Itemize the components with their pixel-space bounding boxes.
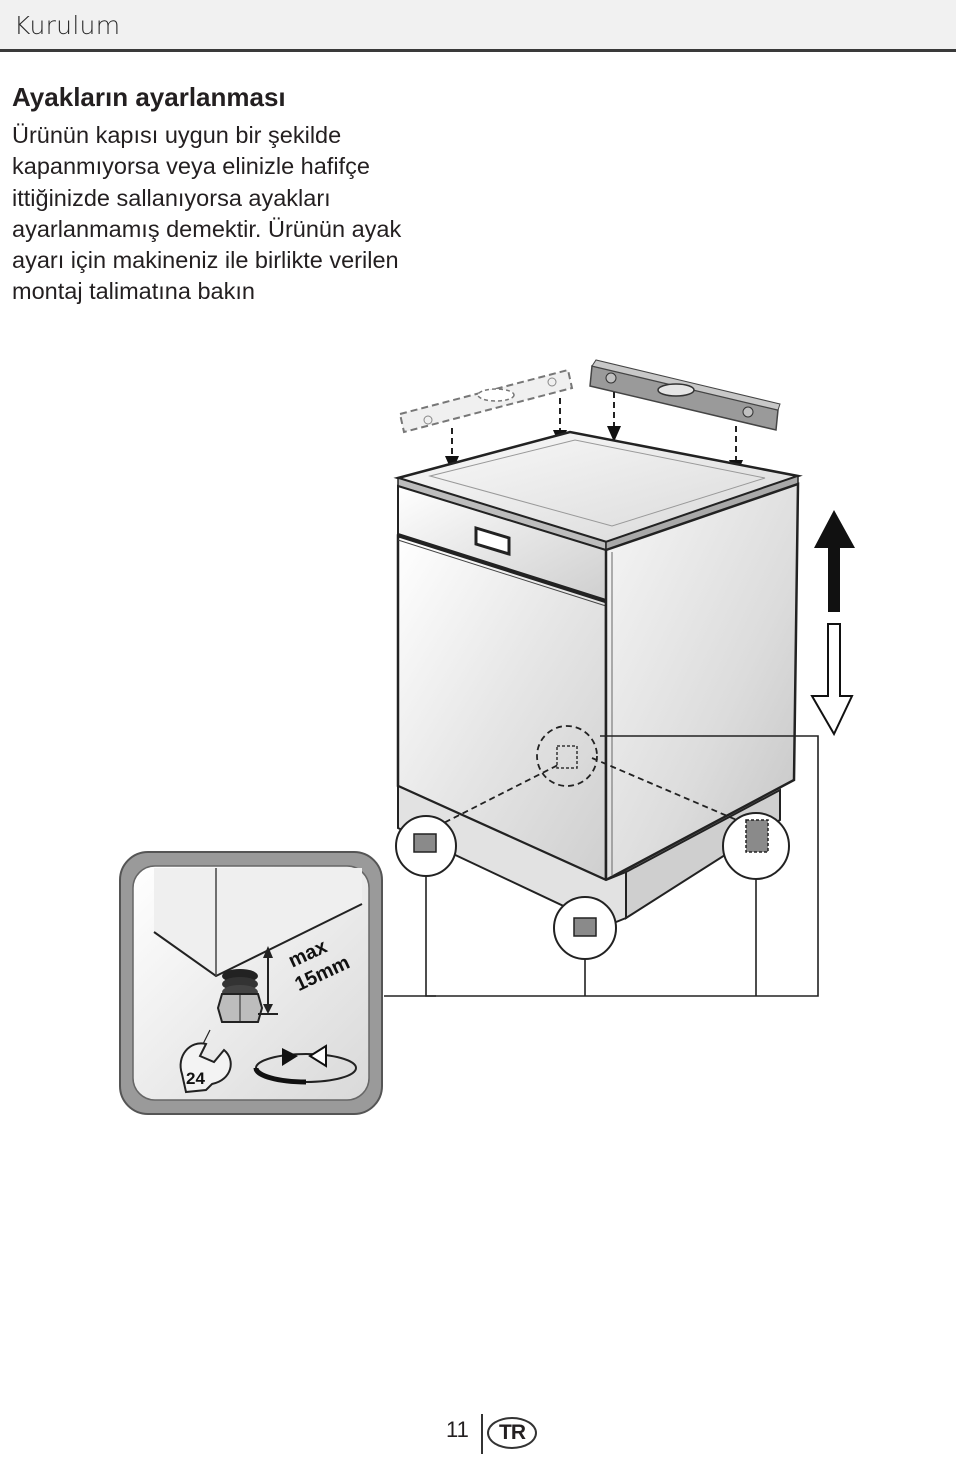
body-line: ittiğinizde sallanıyorsa ayakları (12, 184, 331, 211)
wrench-icon: 24 (179, 1029, 232, 1094)
section-title: Ayakların ayarlanması (12, 82, 286, 112)
language-badge: TR (487, 1417, 537, 1449)
body-line: ayarlanmamış demektir. Ürünün ayak (12, 215, 402, 242)
body-line: montaj talimatına bakın (12, 278, 255, 305)
wrench-size-label: 24 (186, 1069, 205, 1088)
body-line: kapanmıyorsa veya elinizle hafifçe (12, 153, 370, 180)
down-arrow-icon (810, 623, 854, 737)
page-number: 11 (446, 1417, 469, 1442)
body-line: Ürünün kapısı uygun bir şekilde (12, 122, 342, 148)
rear-right-foot (722, 812, 790, 880)
inset-detail: max 15mm 24 (119, 851, 383, 1115)
footer-divider (481, 1414, 483, 1454)
rotate-arrow-icon (253, 1044, 357, 1085)
body-line: ayarı için makineniz ile birlikte verile… (12, 247, 399, 274)
spirit-level-icon (589, 359, 781, 431)
front-right-foot (553, 896, 617, 960)
front-left-foot (395, 815, 457, 877)
up-arrow-icon (814, 510, 855, 612)
leveling-illustration: max 15mm 24 (0, 355, 960, 1125)
body-paragraph: Ürünün kapısı uygun bir şekilde kapanmıy… (12, 120, 482, 308)
page-footer: 11 TR (0, 1408, 960, 1458)
dishwasher-diagram: max 15mm 24 (119, 359, 855, 1115)
spirit-level-icon (398, 368, 574, 434)
page-header: Kurulum (0, 0, 956, 52)
rear-foot-hidden (556, 745, 578, 769)
header-title: Kurulum (14, 11, 121, 40)
